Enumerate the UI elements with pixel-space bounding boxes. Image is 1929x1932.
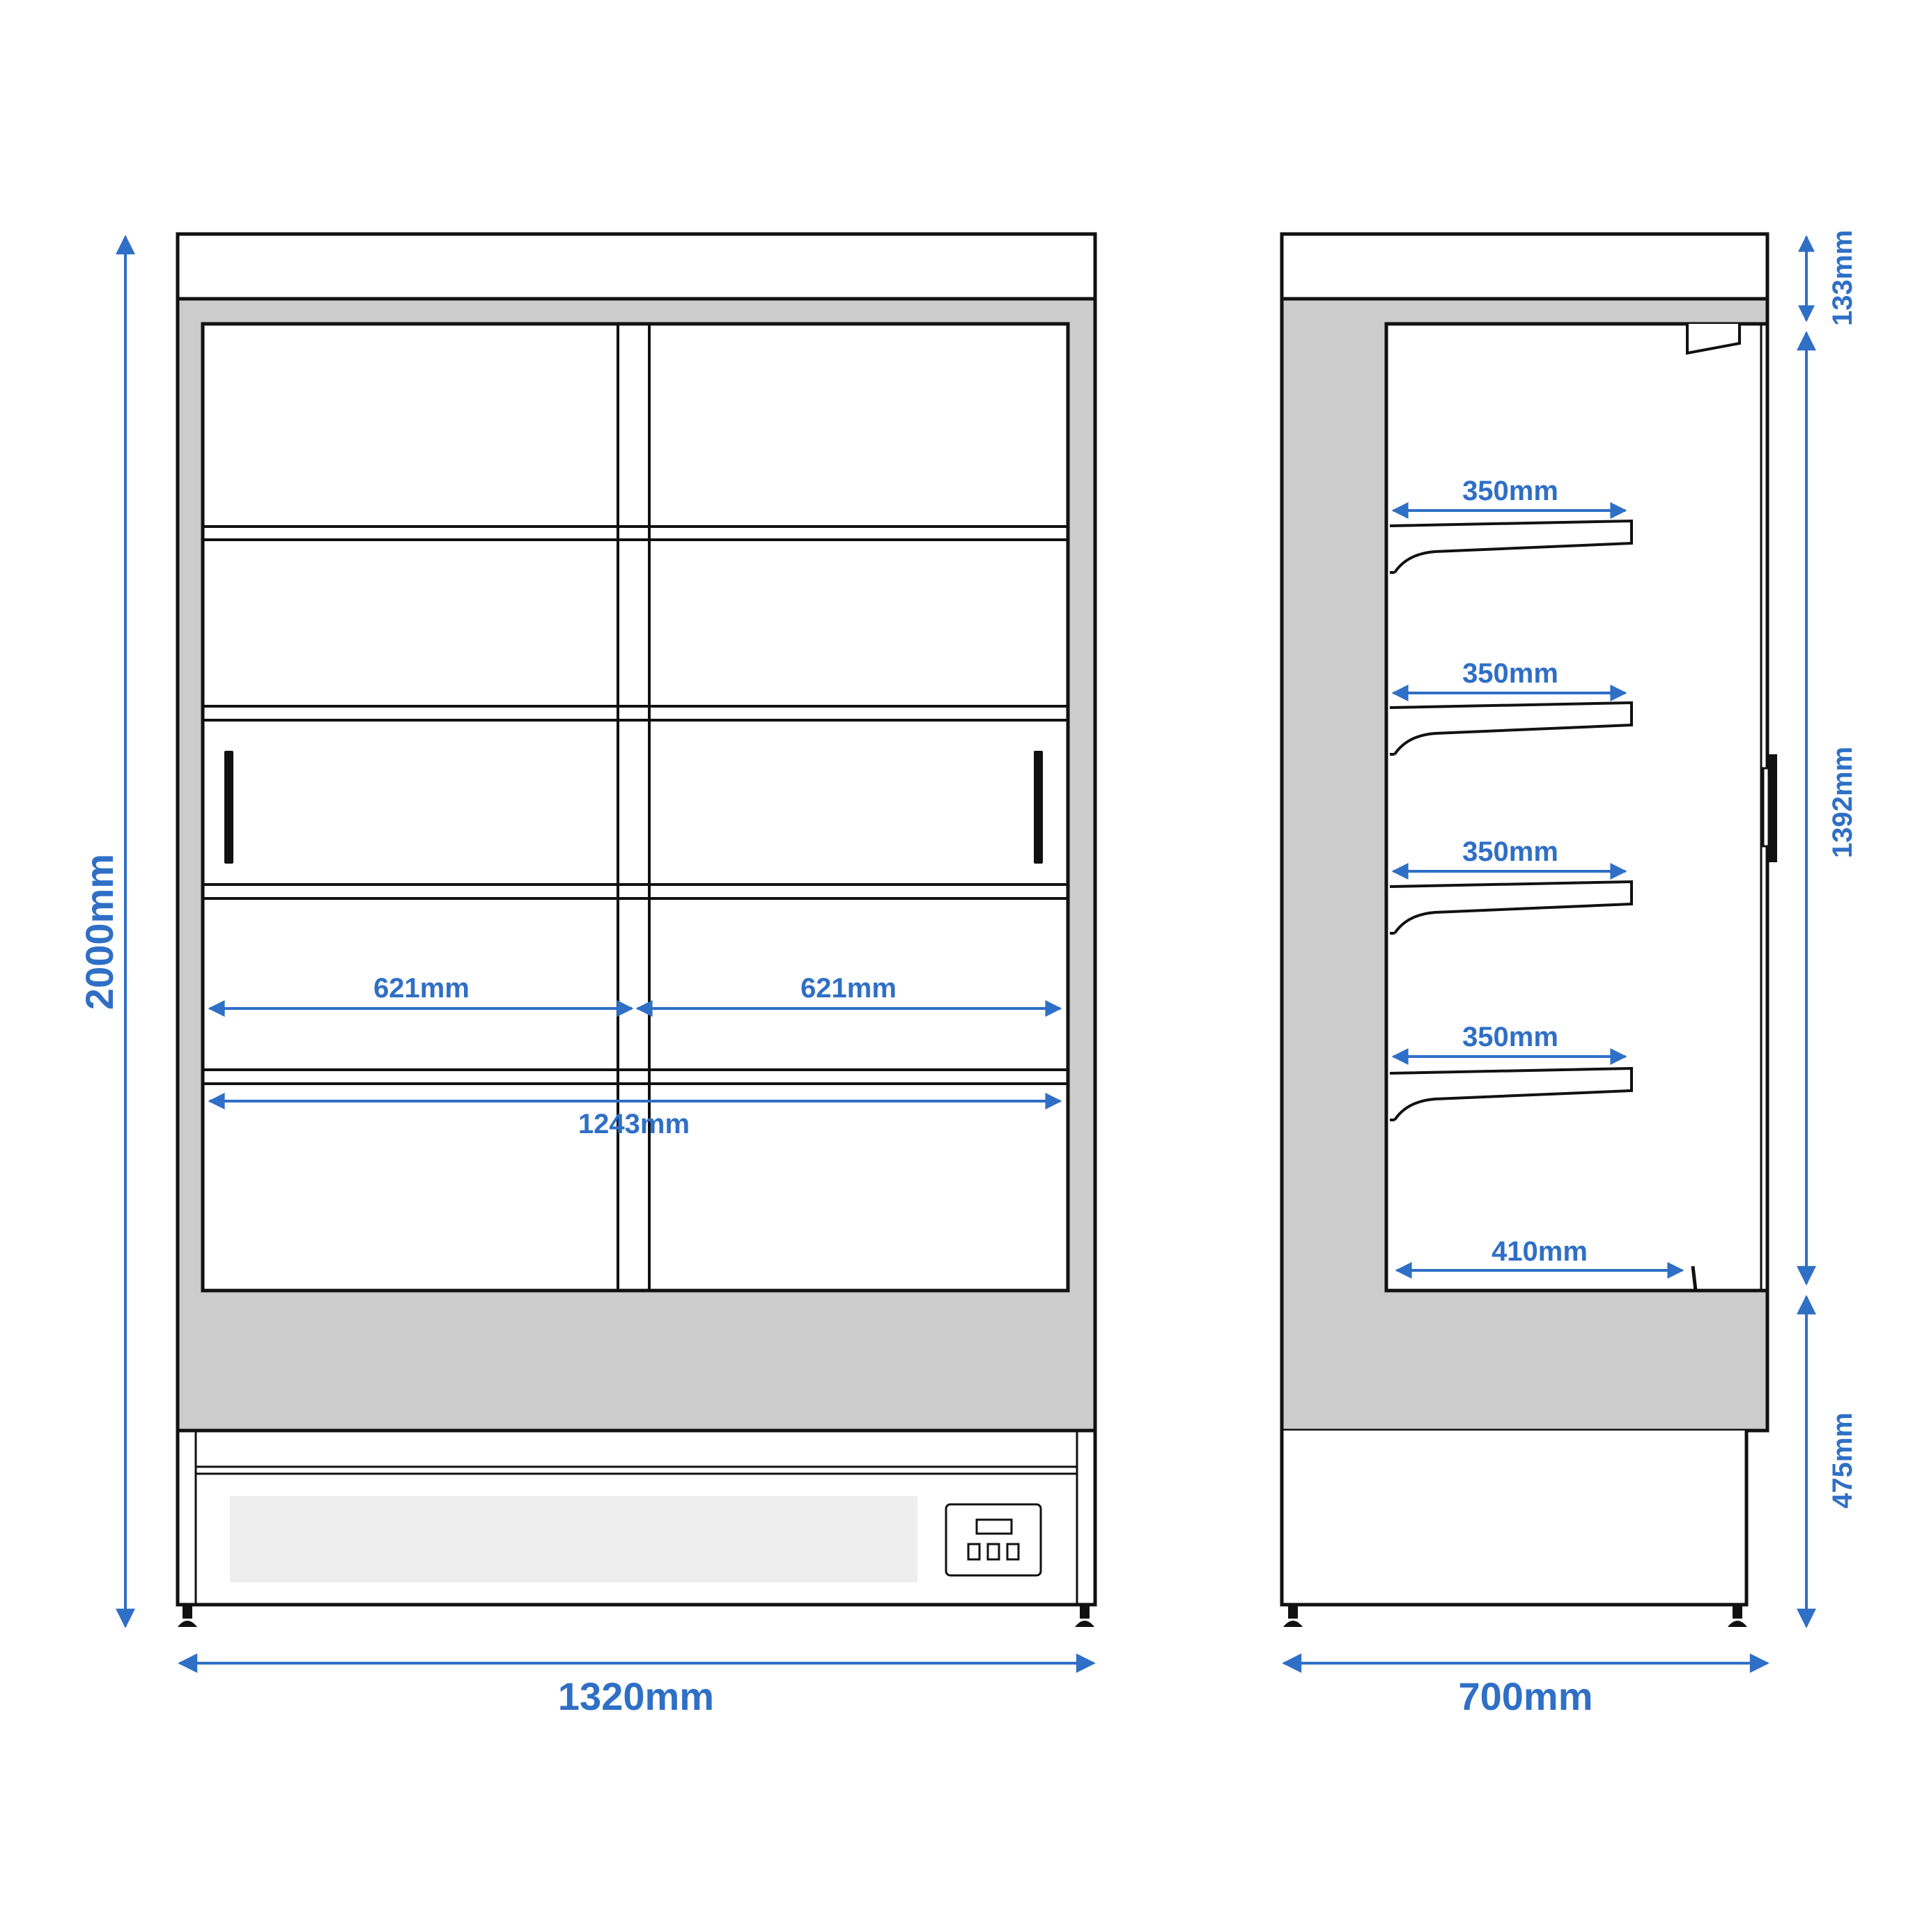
- width-label: 1320mm: [558, 1674, 714, 1718]
- base-shelf-lip: [1691, 1265, 1698, 1291]
- door-handle-icon[interactable]: [1034, 751, 1043, 864]
- shelf-3-depth-label: 350mm: [1462, 836, 1558, 867]
- side-light-bracket: [1686, 324, 1741, 355]
- shelf-1-depth-label: 350mm: [1462, 476, 1558, 506]
- front-shelves: [203, 525, 1068, 1085]
- front-dimensions: [116, 235, 1096, 1673]
- digital-controller-icon[interactable]: [945, 1503, 1042, 1577]
- shelf-4-depth-label: 350mm: [1462, 1022, 1558, 1052]
- side-cavity: [1384, 322, 1769, 1293]
- inner-width-label: 1243mm: [578, 1109, 690, 1139]
- base-light-panel: [230, 1496, 917, 1582]
- door-handle-icon[interactable]: [224, 751, 233, 864]
- shelf-2-depth-label: 350mm: [1462, 658, 1558, 689]
- side-dimension-labels: 700mm 133mm 1392mm 475mm 350mm 350mm 350…: [1458, 230, 1858, 1718]
- front-dimension-labels: 2000mm 1320mm 1243mm 621mm 621mm: [77, 854, 897, 1718]
- front-feet: [178, 1605, 1094, 1627]
- height-label: 2000mm: [77, 854, 121, 1010]
- side-shelves: [1389, 519, 1633, 1121]
- side-canopy: [1280, 232, 1769, 301]
- door-left-width-label: 621mm: [373, 973, 470, 1004]
- side-handle-grip: [1762, 767, 1770, 848]
- front-display-window: [201, 322, 1070, 1293]
- front-canopy: [176, 232, 1097, 301]
- side-base-unit: [1280, 1431, 1749, 1607]
- base-depth-label: 410mm: [1492, 1236, 1588, 1267]
- top-height-label: 133mm: [1827, 230, 1858, 326]
- door-right-width-label: 621mm: [800, 973, 897, 1004]
- bottom-height-label: 475mm: [1827, 1412, 1858, 1509]
- side-dimensions: [1282, 235, 1816, 1673]
- front-view: [176, 232, 1097, 1627]
- side-feet: [1283, 1605, 1747, 1627]
- depth-label: 700mm: [1458, 1674, 1593, 1718]
- side-view: [1280, 232, 1777, 1627]
- middle-height-label: 1392mm: [1827, 747, 1858, 858]
